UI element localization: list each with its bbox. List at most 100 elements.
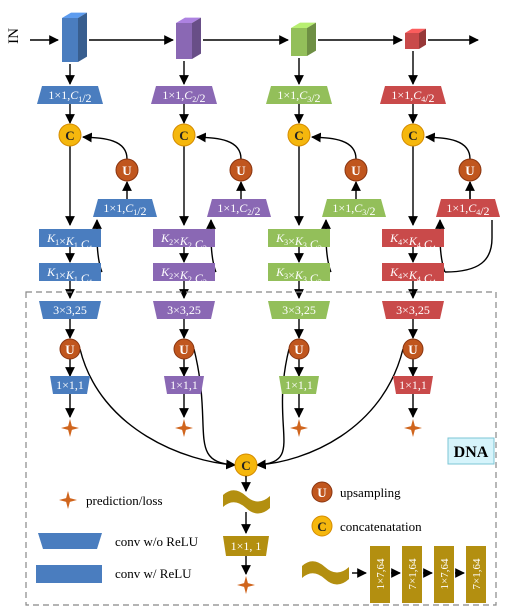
label-subscript: 1 — [89, 278, 93, 287]
label-symbol: C — [413, 88, 422, 102]
label-subscript: 4 — [421, 95, 425, 104]
feature-map-1-top — [62, 12, 87, 18]
concat-node-2 — [172, 123, 196, 147]
concat-node-3 — [287, 123, 311, 147]
feature-map-2-front — [176, 23, 192, 59]
prediction-star-3 — [290, 419, 308, 437]
label-subscript: 2 — [247, 208, 251, 217]
chain-block-1 — [370, 546, 390, 603]
feature-map-3-top — [291, 22, 316, 28]
label-subscript: 3 — [318, 244, 322, 253]
legend-upsampling-label: upsampling — [340, 485, 401, 500]
upsample-side-1 — [115, 158, 139, 182]
side-conv-4 — [436, 199, 500, 217]
label-symbol: C — [424, 237, 433, 251]
label-symbol: K — [65, 234, 75, 248]
chain-wave — [302, 561, 349, 585]
k-conv-a-4 — [382, 229, 444, 247]
legend-upsample-glyph: U — [317, 485, 327, 500]
legend-concat — [311, 515, 333, 537]
label-symbol: K — [65, 268, 75, 282]
label-text: /2 — [82, 91, 91, 105]
label-subscript: 2 — [203, 244, 207, 253]
central-concat-node-glyph: C — [241, 458, 250, 473]
label-text: 1×1, — [277, 88, 299, 102]
feature-map-1-side — [78, 12, 87, 63]
k-conv-a-3 — [268, 229, 330, 247]
concat-node-1 — [58, 123, 82, 147]
k-conv-b-4 — [382, 263, 444, 281]
label-subscript: 3 — [303, 241, 307, 250]
out-conv-2-label: 1×1,1 — [170, 378, 198, 392]
dna-conv-1 — [39, 301, 101, 319]
label-text: /2 — [480, 204, 489, 218]
label-subscript: 4 — [398, 238, 402, 247]
label-text: /2 — [425, 91, 434, 105]
label-text: × — [288, 234, 295, 248]
label-subscript: 3 — [284, 238, 288, 247]
label-symbol: K — [46, 265, 56, 279]
label-text: × — [402, 268, 409, 282]
side-conv-4-label: 1×1,C4/2 — [446, 201, 489, 218]
dna-conv-1-label: 3×3,25 — [53, 303, 87, 317]
label-symbol: K — [294, 234, 304, 248]
k-conv-b-4-label: K4×K4,C4 — [389, 265, 436, 287]
k-conv-a-3-label: K3×K3,C3 — [275, 231, 322, 253]
upsample-side-4-glyph: U — [465, 163, 475, 178]
label-symbol: K — [408, 268, 418, 282]
k-conv-b-2 — [153, 263, 215, 281]
dna-conv-2-label: 3×3,25 — [167, 303, 201, 317]
label-text: , — [421, 237, 424, 251]
concat-node-3-glyph: C — [294, 128, 303, 143]
chain-block-4 — [466, 546, 486, 603]
feature-map-4-top — [405, 28, 426, 33]
top-conv-4-label: 1×1,C4/2 — [391, 88, 434, 105]
upsample-side-4 — [458, 158, 482, 182]
legend-concat-label: concatenatation — [340, 519, 422, 534]
k-conv-a-2 — [153, 229, 215, 247]
prediction-star-2 — [175, 419, 193, 437]
label-symbol: K — [179, 234, 189, 248]
label-symbol: K — [160, 231, 170, 245]
upsample-side-3 — [344, 158, 368, 182]
k-conv-a-1-label: K1×K1,C1 — [46, 231, 93, 253]
out-conv-3 — [279, 376, 319, 394]
upsample-side-3-glyph: U — [351, 163, 361, 178]
legend-conv-relu-shape — [36, 565, 102, 583]
k-conv-a-4-label: K4×K4,C4 — [389, 231, 436, 253]
connector-curve — [79, 348, 236, 470]
label-subscript: 1 — [55, 238, 59, 247]
label-text: 1×1, — [446, 201, 468, 215]
top-conv-1-label: 1×1,C1/2 — [48, 88, 91, 105]
dna-conv-3 — [268, 301, 330, 319]
label-text: , — [78, 271, 81, 285]
feature-map-1 — [62, 12, 87, 63]
label-subscript: 3 — [307, 95, 311, 104]
feature-map-2-side — [192, 17, 201, 60]
label-text: , — [78, 237, 81, 251]
label-symbol: K — [389, 231, 399, 245]
label-text: , — [192, 237, 195, 251]
dna-conv-3-label: 3×3,25 — [282, 303, 316, 317]
legend-upsample — [311, 481, 333, 503]
label-text: × — [173, 234, 180, 248]
center-conv — [223, 536, 269, 556]
aggregation-wave — [223, 490, 270, 514]
label-subscript: 2 — [188, 241, 192, 250]
feature-map-4-front — [405, 33, 419, 49]
upsample-out-2 — [173, 338, 195, 360]
label-subscript: 4 — [398, 272, 402, 281]
label-symbol: C — [195, 237, 204, 251]
label-subscript: 2 — [203, 278, 207, 287]
upsample-out-1 — [59, 338, 81, 360]
k-conv-b-1 — [39, 263, 101, 281]
label-symbol: C — [70, 88, 79, 102]
out-conv-1-label: 1×1,1 — [56, 378, 84, 392]
chain-block-3-label: 1×7,64 — [439, 558, 451, 589]
out-conv-4-label: 1×1,1 — [399, 378, 427, 392]
legend-conv-relu-label: conv w/ ReLU — [115, 566, 192, 581]
label-text: , — [307, 271, 310, 285]
label-subscript: 1 — [78, 95, 82, 104]
upsample-side-2 — [229, 158, 253, 182]
feature-map-3-side — [307, 22, 316, 57]
